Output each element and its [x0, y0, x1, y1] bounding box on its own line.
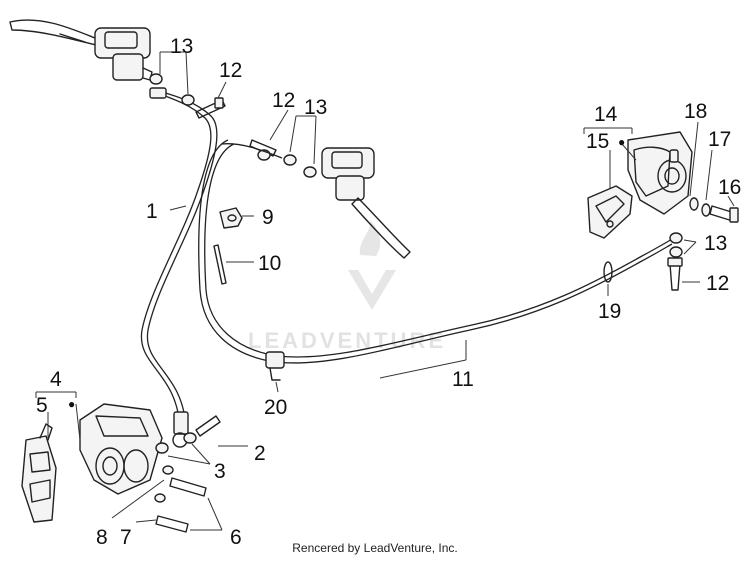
ring-19 — [603, 261, 613, 283]
pin-10 — [213, 244, 227, 285]
left-brake-pad — [21, 423, 57, 523]
callout-12-top-left: 12 — [219, 59, 242, 82]
callout-8: 8 — [96, 526, 108, 549]
right-caliper — [627, 131, 693, 215]
hose-left — [140, 87, 218, 448]
callout-14: 14 — [594, 103, 618, 126]
clip-9 — [219, 207, 243, 229]
callout-16: 16 — [718, 176, 741, 199]
callout-15-dot: ● — [618, 135, 625, 149]
callout-20: 20 — [264, 396, 287, 419]
watermark-logo-icon — [348, 220, 396, 310]
callout-15: 15 — [586, 130, 609, 153]
hose-main — [198, 139, 675, 364]
callout-1: 1 — [146, 200, 158, 223]
washer-bolt-group-center — [221, 139, 297, 166]
callout-2: 2 — [254, 442, 266, 465]
callout-13-center: 13 — [304, 96, 327, 119]
leader-lines — [35, 51, 735, 531]
right-brake-pads — [587, 185, 633, 239]
right-washers-bolt — [689, 197, 739, 223]
callout-5: 5 — [36, 394, 48, 417]
callout-17: 17 — [708, 128, 731, 151]
callout-12-center: 12 — [272, 89, 295, 112]
left-master-cylinder — [9, 19, 153, 81]
callout-5-dot: ● — [68, 397, 75, 411]
callout-10: 10 — [258, 252, 281, 275]
callout-13-right: 13 — [704, 232, 727, 255]
watermark: LEADVENTURE — [248, 220, 446, 353]
callout-12-right: 12 — [706, 272, 729, 295]
callout-4: 4 — [50, 368, 62, 391]
right-banjo-group — [667, 232, 683, 291]
callout-11: 11 — [452, 368, 474, 391]
callout-9: 9 — [262, 206, 274, 229]
callout-18: 18 — [684, 100, 707, 123]
callout-6: 6 — [230, 526, 242, 549]
clip-20 — [265, 351, 285, 381]
left-caliper — [79, 403, 163, 495]
callout-13-top-left: 13 — [170, 35, 193, 58]
washer-bolt-group-top-left — [149, 73, 226, 119]
center-master-cylinder — [303, 147, 411, 259]
callout-3: 3 — [214, 460, 226, 483]
watermark-text: LEADVENTURE — [248, 328, 446, 353]
callouts: 13 12 12 13 1 9 10 14 15 ● 18 17 16 13 1… — [36, 35, 741, 549]
callout-7: 7 — [120, 526, 132, 549]
callout-19: 19 — [598, 300, 621, 323]
footer-credit: Rencered by LeadVenture, Inc. — [292, 541, 458, 555]
left-washers-bolts — [154, 415, 221, 533]
